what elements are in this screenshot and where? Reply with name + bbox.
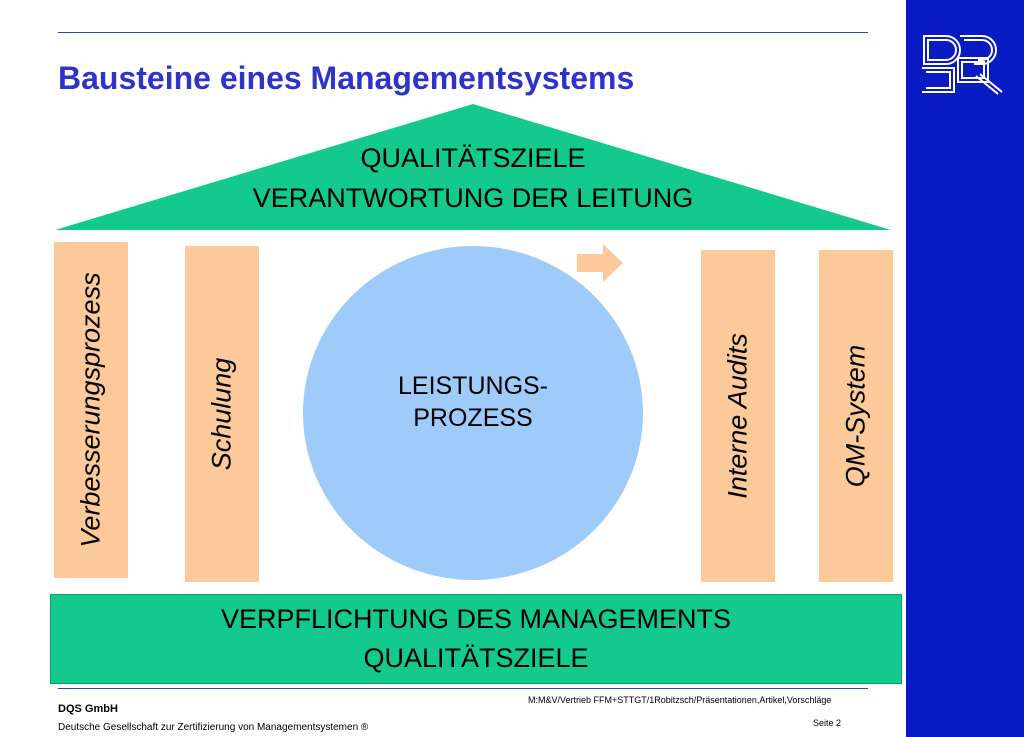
slide-title: Bausteine eines Managementsystems [58,60,635,96]
pillar-verbesserungsprozess: Verbesserungsprozess [54,242,128,578]
roof-text-line2: VERANTWORTUNG DER LEITUNG [252,183,694,213]
roof-triangle [55,104,891,230]
foundation-bar [50,594,902,684]
brand-sidebar [906,0,1024,737]
dqs-logo-icon [922,35,1003,95]
footer-file-path: M:M&V/Vertrieb FFM+STTGT/1Robitzsch/Präs… [528,695,832,705]
arrow-right-icon [577,244,623,282]
pillar-label: QM-System [840,344,871,488]
foundation-text-line1: VERPFLICHTUNG DES MANAGEMENTS [220,604,732,634]
top-divider [58,32,868,33]
process-circle [303,246,643,580]
process-text-line2: PROZESS [413,404,533,432]
pillar-schulung: Schulung [185,246,259,582]
pillar-label: Verbesserungsprozess [75,272,106,548]
pillar-label: Schulung [206,357,237,471]
footer-page-number: Seite 2 [813,718,842,728]
foundation-text-line2: QUALITÄTSZIELE [363,643,589,673]
pillar-interne-audits: Interne Audits [701,250,775,582]
footer-company: DQS GmbH [58,703,118,715]
pillar-qm-system: QM-System [819,250,893,582]
process-text-line1: LEISTUNGS- [397,372,549,400]
footer-company-desc: Deutsche Gesellschaft zur Zertifizierung… [58,722,369,733]
pillar-label: Interne Audits [722,333,753,499]
roof-text-line1: QUALITÄTSZIELE [360,143,586,173]
process-circle-text: LEISTUNGS- PROZESS [303,370,643,434]
bottom-divider [58,688,868,689]
